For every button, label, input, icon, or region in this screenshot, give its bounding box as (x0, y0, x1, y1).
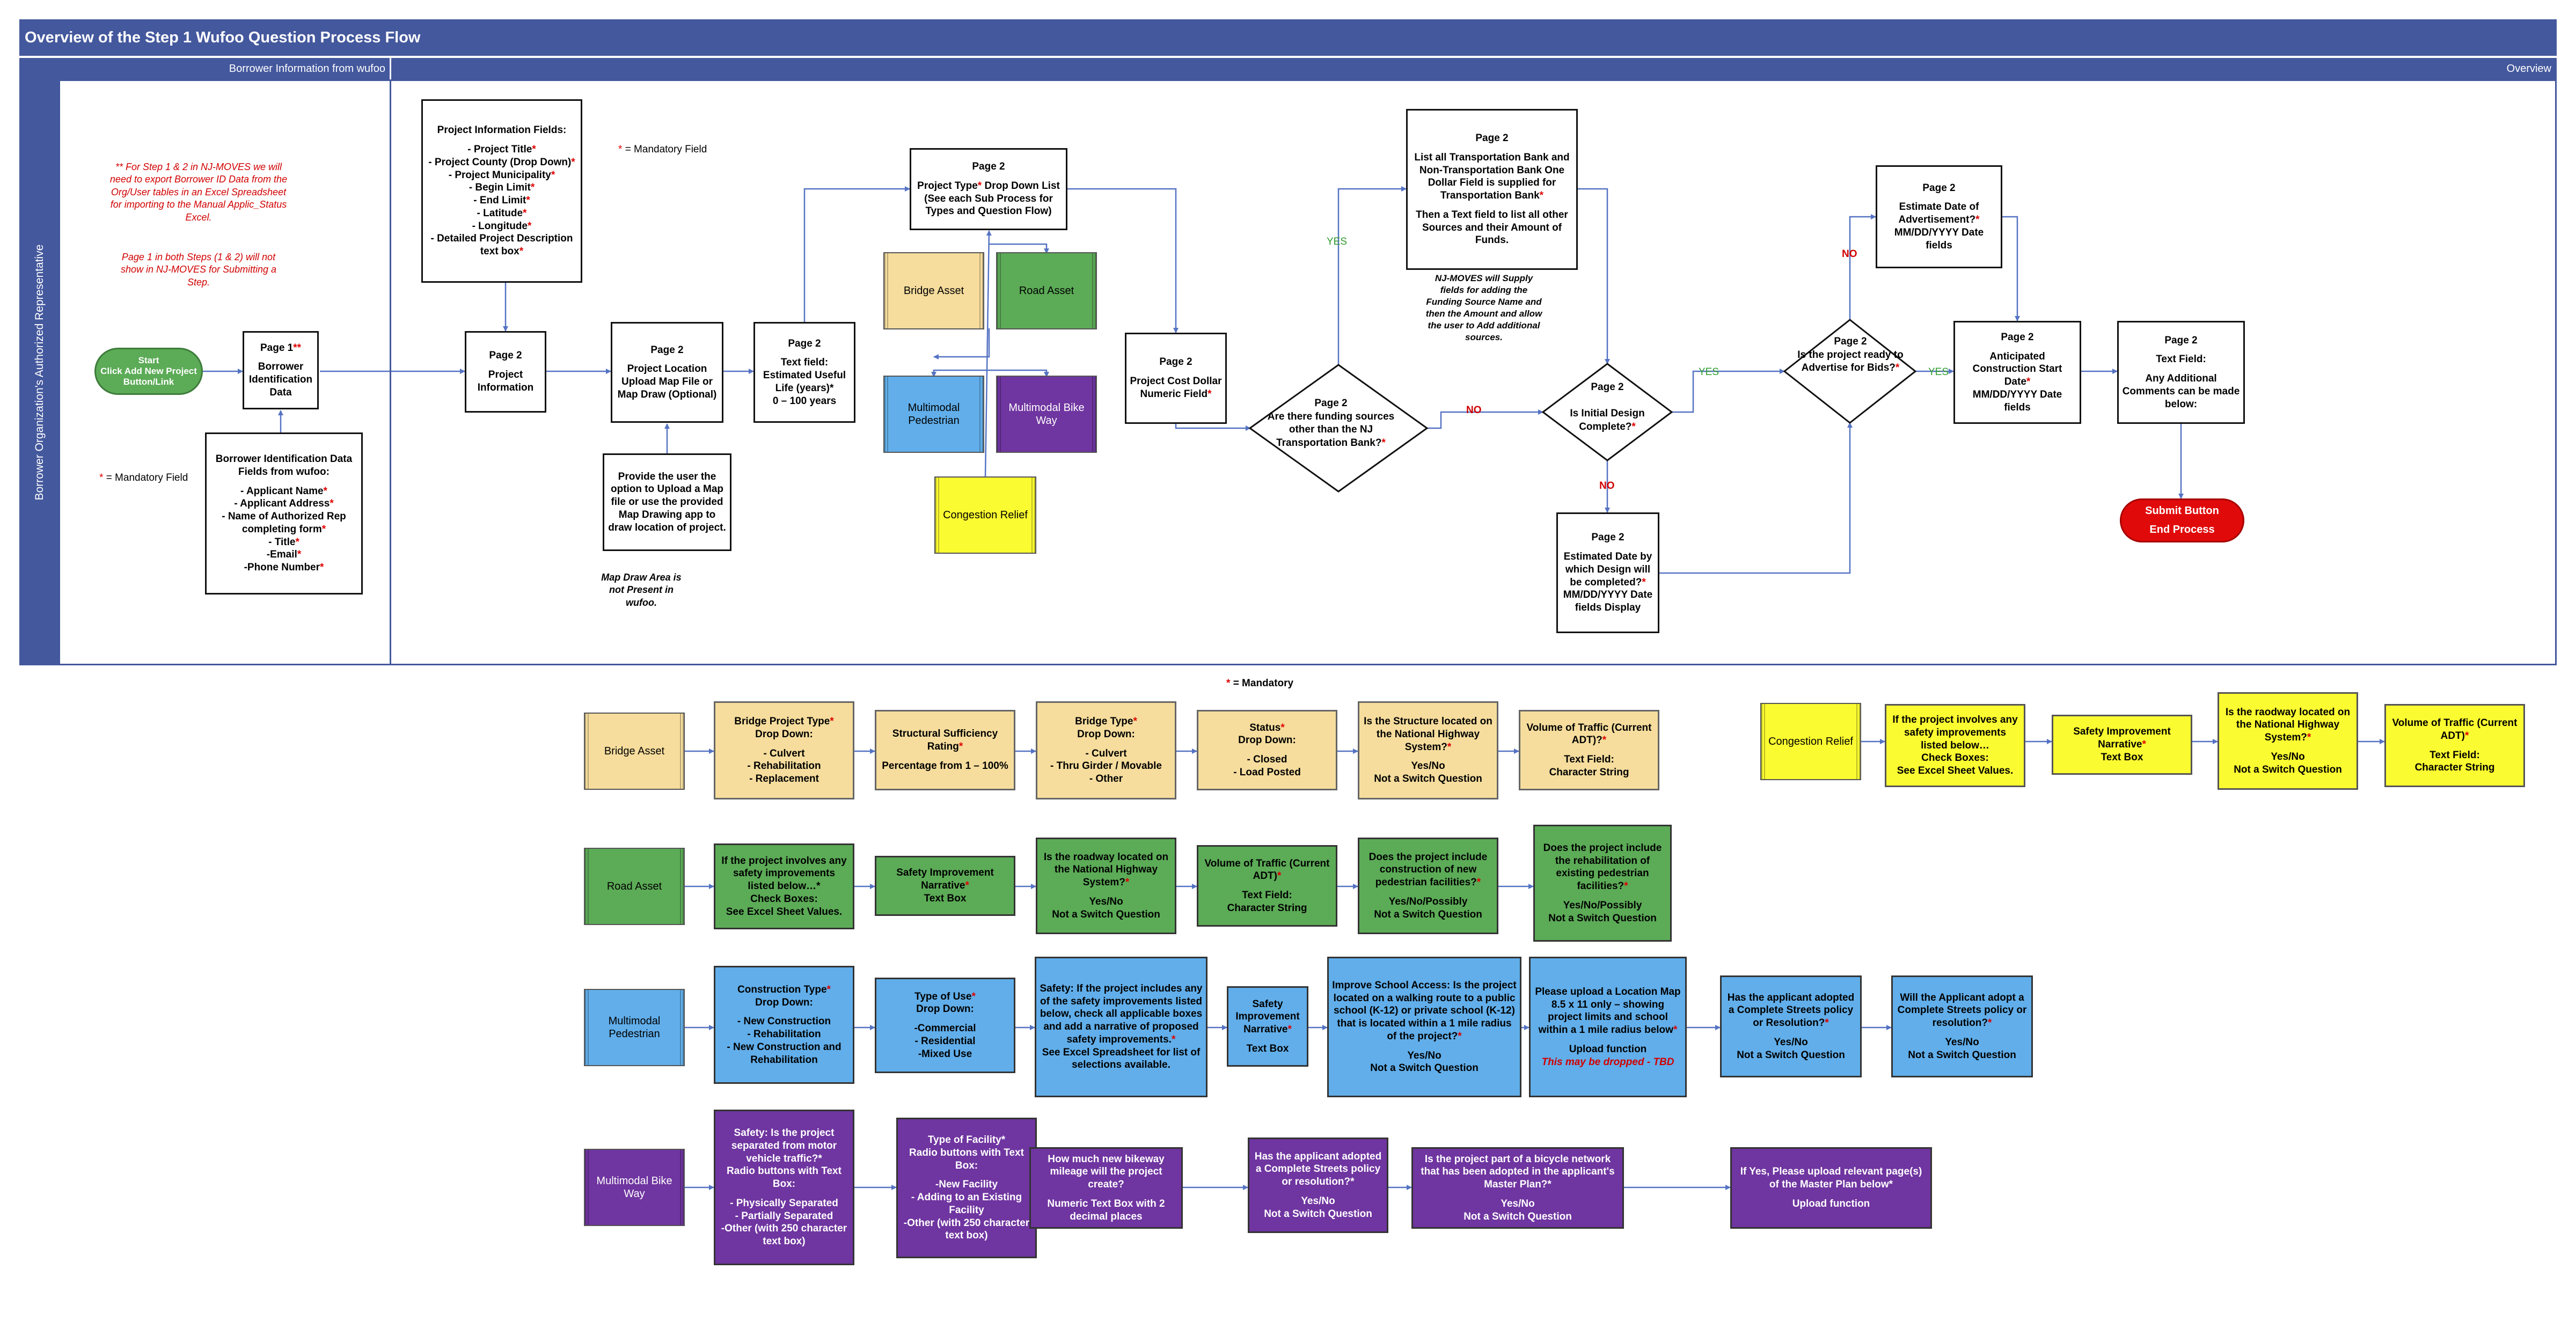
road-rehab-ped-facilities-box: Does the project include the rehabilitat… (1533, 825, 1672, 942)
bridge-project-type-box: Bridge Project Type* Drop Down: - Culver… (714, 701, 854, 799)
p2-useful-life-box: Page 2 Text field: Estimated Useful Life… (753, 322, 855, 423)
bike-complete-streets-box: Has the applicant adopted a Complete Str… (1248, 1138, 1388, 1233)
page-title: Overview of the Step 1 Wufoo Question Pr… (19, 19, 2557, 56)
lane-header-overview: Overview (391, 58, 2557, 79)
bridge-status-box: Status* Drop Down: - Closed - Load Poste… (1197, 710, 1337, 790)
no-label-design: NO (1599, 480, 1615, 491)
yes-label-design: YES (1699, 366, 1719, 378)
cong-safety-improvements-box: If the project involves any safety impro… (1885, 704, 2025, 787)
lane-header-borrower: Borrower Information from wufoo (19, 58, 390, 79)
p2-construction-start-box: Page 2 Anticipated Construction Start Da… (1953, 321, 2081, 424)
lane-divider (390, 79, 391, 665)
map-option-box: Provide the user the option to Upload a … (603, 453, 731, 551)
multimodal-bikeway-icon: Multimodal Bike Way (996, 376, 1097, 453)
bike-master-plan-upload-box[interactable]: If Yes, Please upload relevant page(s) o… (1730, 1147, 1932, 1229)
road-asset-icon: Road Asset (996, 252, 1097, 329)
p2-advertisement-date-box: Page 2 Estimate Date of Advertisement?* … (1876, 165, 2002, 268)
bridge-nhs-box: Is the Structure located on the National… (1358, 701, 1498, 799)
road-safety-improvements-box: If the project involves any safety impro… (714, 843, 854, 929)
ped-safety-narrative-box: Safety Improvement Narrative* Text Box (1227, 986, 1308, 1067)
bridge-asset-icon: Bridge Asset (883, 252, 984, 329)
page1-box: Page 1** Borrower Identification Data (243, 331, 319, 409)
ped-complete-streets-adopted-box: Has the applicant adopted a Complete Str… (1720, 975, 1862, 1077)
cong-nhs-box: Is the raodway located on the National H… (2218, 692, 2358, 790)
ped-complete-streets-will-adopt-box: Will the Applicant adopt a Complete Stre… (1891, 975, 2033, 1077)
p2-project-type-box: Page 2 Project Type* Drop Down List (See… (910, 148, 1067, 230)
no-label-funding: NO (1466, 405, 1482, 416)
mandatory-legend-top: * = Mandatory Field (618, 144, 707, 155)
bridge-row-icon: Bridge Asset (584, 713, 685, 790)
road-nhs-box: Is the roadway located on the National H… (1036, 838, 1176, 934)
page1-note: Page 1 in both Steps (1 & 2) will not sh… (120, 252, 277, 288)
bike-mileage-box: How much new bikeway mileage will the pr… (1029, 1147, 1183, 1229)
cong-safety-narrative-box: Safety Improvement Narrative* Text Box (2052, 715, 2192, 775)
bike-separation-box: Safety: Is the project separated from mo… (714, 1110, 854, 1265)
borrower-fields-box: Borrower Identification Data Fields from… (205, 432, 363, 595)
road-safety-narrative-box: Safety Improvement Narrative* Text Box (875, 856, 1015, 916)
ped-construction-type-box: Construction Type* Drop Down: - New Cons… (714, 966, 854, 1084)
bridge-traffic-volume-box: Volume of Traffic (Current ADT)?* Text F… (1519, 710, 1659, 790)
road-traffic-volume-box: Volume of Traffic (Current ADT)* Text Fi… (1197, 845, 1337, 927)
swimlane-label: Borrower Organization's Authorized Repre… (33, 244, 46, 501)
export-note: ** For Step 1 & 2 in NJ-MOVES we will ne… (109, 162, 288, 223)
bike-network-box: Is the project part of a bicycle network… (1411, 1147, 1624, 1229)
no-label-advertise: NO (1842, 248, 1857, 260)
p2-project-location-box: Page 2 Project Location Upload Map File … (611, 322, 723, 423)
p2-comments-box: Page 2 Text Field: Any Additional Commen… (2117, 321, 2245, 424)
swimlane-label-bar (19, 79, 60, 665)
multimodal-pedestrian-icon: Multimodal Pedestrian (883, 376, 984, 453)
ped-school-access-box: Improve School Access: Is the project lo… (1327, 957, 1521, 1097)
bike-facility-type-box: Type of Facility* Radio buttons with Tex… (896, 1118, 1037, 1258)
ped-safety-improvements-box: Safety: If the project includes any of t… (1035, 957, 1208, 1097)
p2-project-info-box: Page 2 Project Information (465, 331, 546, 413)
yes-label-advertise: YES (1928, 366, 1949, 378)
map-draw-note: Map Draw Area is not Present in wufoo. (601, 572, 682, 608)
p2-project-cost-box: Page 2 Project Cost Dollar Numeric Field… (1125, 333, 1227, 424)
mandatory-legend-left: * = Mandatory Field (99, 472, 188, 483)
structural-sufficiency-box: Structural Sufficiency Rating* Percentag… (875, 710, 1015, 790)
pedestrian-row-icon: Multimodal Pedestrian (584, 989, 685, 1066)
project-info-fields-box: Project Information Fields: - Project Ti… (421, 99, 582, 283)
yes-label-funding: YES (1327, 236, 1348, 247)
road-row-icon: Road Asset (584, 848, 685, 925)
p2-design-date-box: Page 2 Estimated Date by which Design wi… (1556, 512, 1659, 633)
ped-type-of-use-box: Type of Use* Drop Down: -Commercial - Re… (875, 978, 1015, 1073)
congestion-relief-icon: Congestion Relief (934, 476, 1036, 554)
mandatory-legend-center: * = Mandatory (1226, 678, 1294, 689)
bridge-type-box: Bridge Type* Drop Down: - Culvert - Thru… (1036, 701, 1176, 799)
funding-note: NJ-MOVES will Supply fields for adding t… (1425, 273, 1542, 343)
ped-location-map-upload-box[interactable]: Please upload a Location Map 8.5 x 11 on… (1529, 957, 1687, 1097)
cong-traffic-volume-box: Volume of Traffic (Current ADT)* Text Fi… (2384, 704, 2525, 787)
bikeway-row-icon: Multimodal Bike Way (584, 1149, 685, 1226)
road-new-ped-facilities-box: Does the project include construction of… (1358, 838, 1498, 934)
p2-funding-sources-box: Page 2 List all Transportation Bank and … (1406, 109, 1578, 270)
congestion-row-icon: Congestion Relief (1760, 703, 1861, 780)
